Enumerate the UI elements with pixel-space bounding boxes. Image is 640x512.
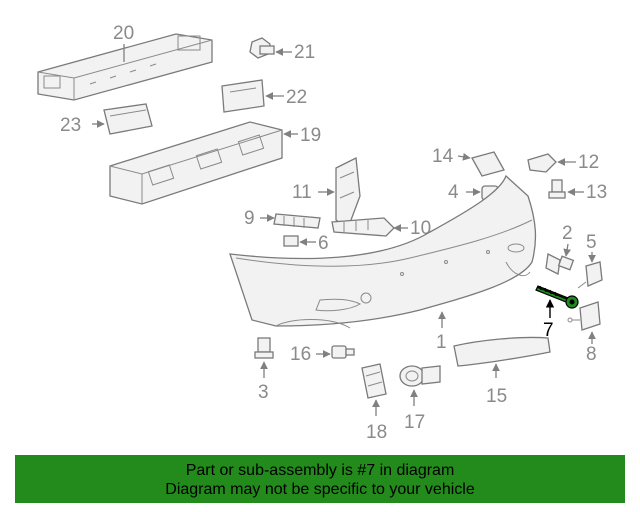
banner-line-1: Part or sub-assembly is #7 in diagram — [185, 462, 455, 479]
parts-diagram: 20 21 22 23 19 14 12 — [37, 23, 607, 443]
banner-line-2: Diagram may not be specific to your vehi… — [165, 481, 475, 498]
callout-19: 19 — [300, 125, 321, 146]
part-5-cover — [577, 261, 603, 289]
callout-12: 12 — [578, 152, 599, 173]
callout-4: 4 — [448, 182, 459, 203]
callout-8: 8 — [586, 344, 597, 365]
callout-18: 18 — [366, 422, 387, 443]
part-8-cover — [567, 301, 601, 331]
callout-14: 14 — [432, 146, 454, 167]
part-20-reinforcement-bar — [37, 33, 213, 101]
part-7-tow-hook — [535, 285, 579, 309]
part-14-bracket — [471, 151, 505, 177]
callout-7: 7 — [543, 320, 554, 341]
callout-13: 13 — [586, 182, 607, 203]
part-1-bumper-cover — [229, 174, 537, 329]
callout-6: 6 — [318, 233, 329, 254]
part-12-bracket — [527, 153, 557, 173]
part-22-pad — [221, 79, 265, 113]
callout-9: 9 — [244, 208, 255, 229]
callout-3: 3 — [258, 382, 269, 403]
callout-5: 5 — [586, 232, 597, 253]
callout-2: 2 — [562, 223, 573, 244]
part-16-clip — [331, 345, 355, 359]
callout-22: 22 — [286, 87, 307, 108]
part-2-bolt — [545, 253, 575, 275]
part-9-retainer — [273, 213, 321, 229]
callout-20: 20 — [113, 23, 134, 44]
part-3-screw — [254, 337, 274, 359]
part-17-parking-sensor — [399, 365, 441, 387]
callout-11: 11 — [292, 182, 312, 203]
callout-21: 21 — [294, 42, 315, 63]
part-23-bracket — [103, 103, 153, 135]
callout-17: 17 — [404, 412, 425, 433]
part-21-bolt — [249, 37, 275, 59]
info-banner: Part or sub-assembly is #7 in diagram Di… — [15, 455, 625, 503]
callout-1: 1 — [436, 332, 447, 353]
part-10-retainer — [331, 217, 395, 237]
callout-16: 16 — [290, 344, 311, 365]
part-15-reflector — [453, 336, 551, 367]
part-13-screw — [548, 179, 566, 199]
part-6-clip — [283, 235, 299, 247]
callout-23: 23 — [60, 115, 81, 136]
part-11-side-bracket — [335, 156, 361, 229]
part-19-energy-absorber — [109, 121, 283, 205]
part-18-sensor-holder — [361, 363, 387, 399]
callout-15: 15 — [486, 386, 507, 407]
